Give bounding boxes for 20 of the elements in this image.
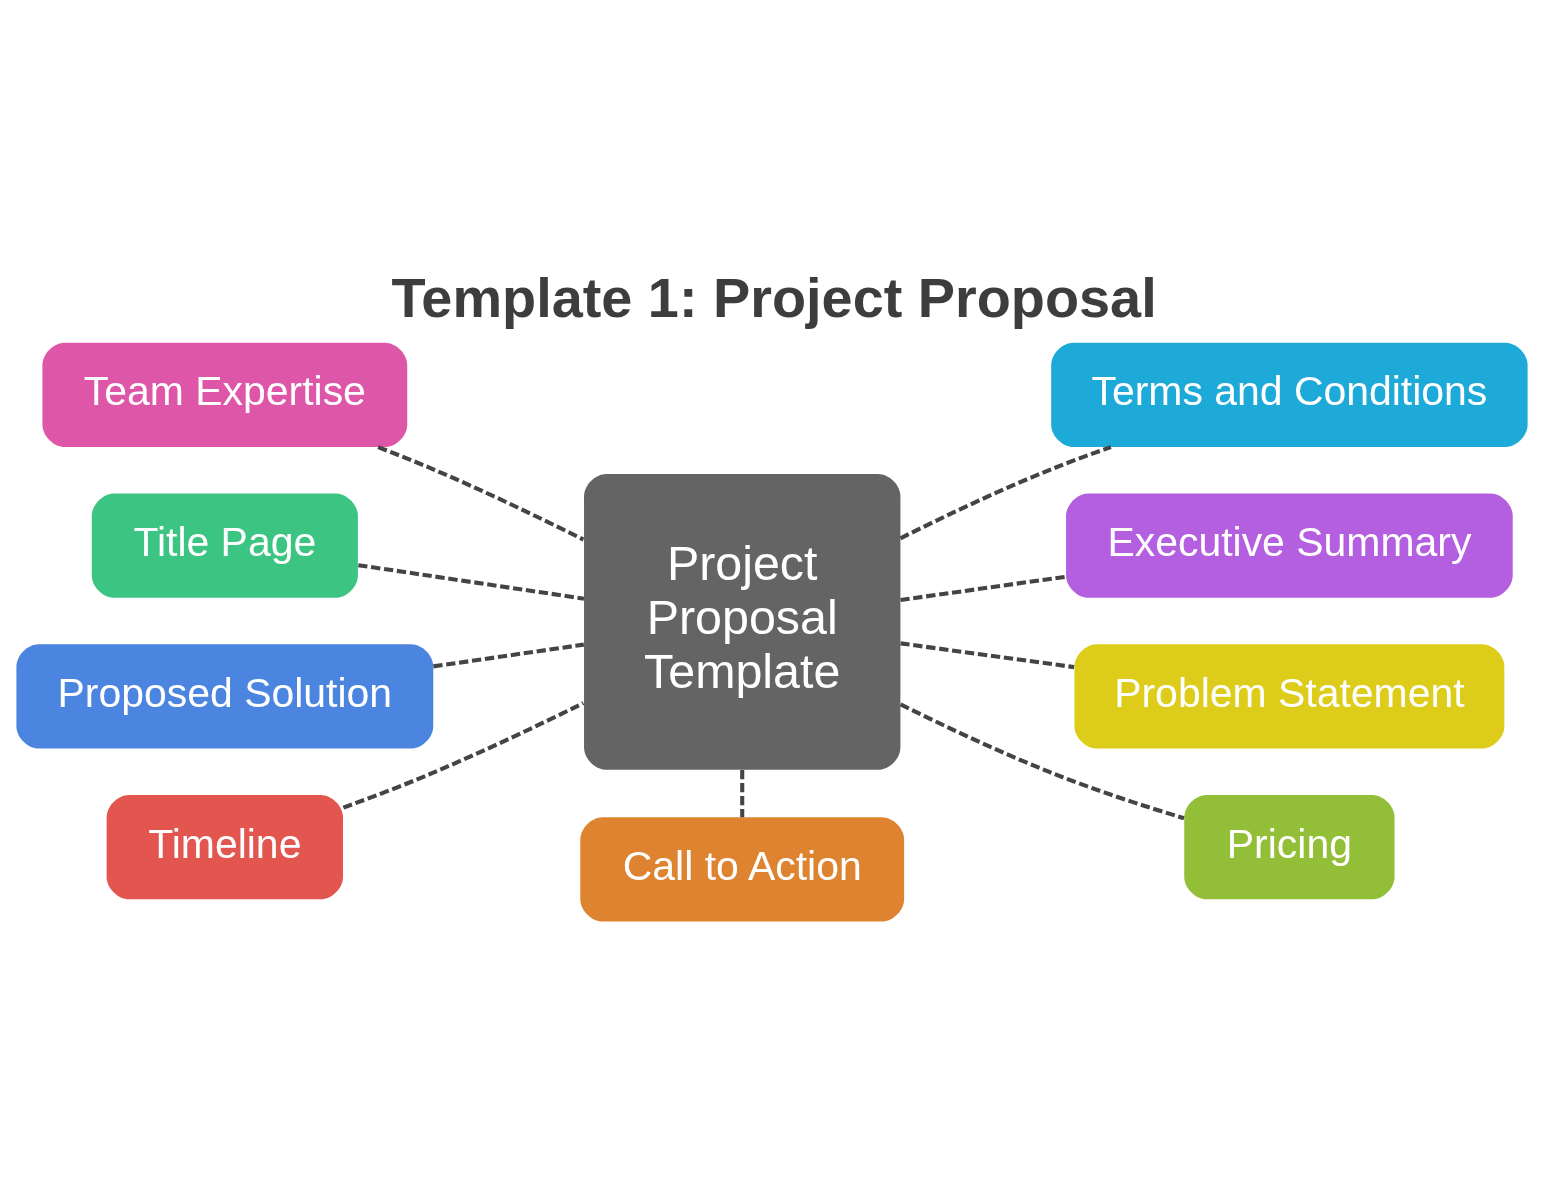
node-box: Project Proposal Template bbox=[584, 473, 901, 770]
node-box: Pricing bbox=[1184, 795, 1395, 900]
node-box: Executive Summary bbox=[1066, 493, 1513, 598]
node-box: Proposed Solution bbox=[16, 644, 434, 749]
connector bbox=[900, 641, 1075, 670]
connector bbox=[358, 563, 585, 601]
node-box: Problem Statement bbox=[1074, 644, 1505, 749]
connector bbox=[899, 445, 1112, 541]
connector bbox=[740, 769, 745, 818]
connector bbox=[433, 642, 585, 669]
node-box: Title Page bbox=[91, 493, 358, 598]
connector bbox=[377, 445, 585, 542]
connector bbox=[900, 574, 1067, 602]
node-box: Team Expertise bbox=[42, 342, 408, 447]
diagram-title: Template 1: Project Proposal bbox=[391, 265, 1157, 329]
node-box: Call to Action bbox=[580, 817, 905, 922]
connector bbox=[899, 702, 1185, 821]
node-box: Terms and Conditions bbox=[1051, 342, 1528, 447]
node-box: Timeline bbox=[106, 795, 343, 900]
connector bbox=[342, 701, 585, 810]
